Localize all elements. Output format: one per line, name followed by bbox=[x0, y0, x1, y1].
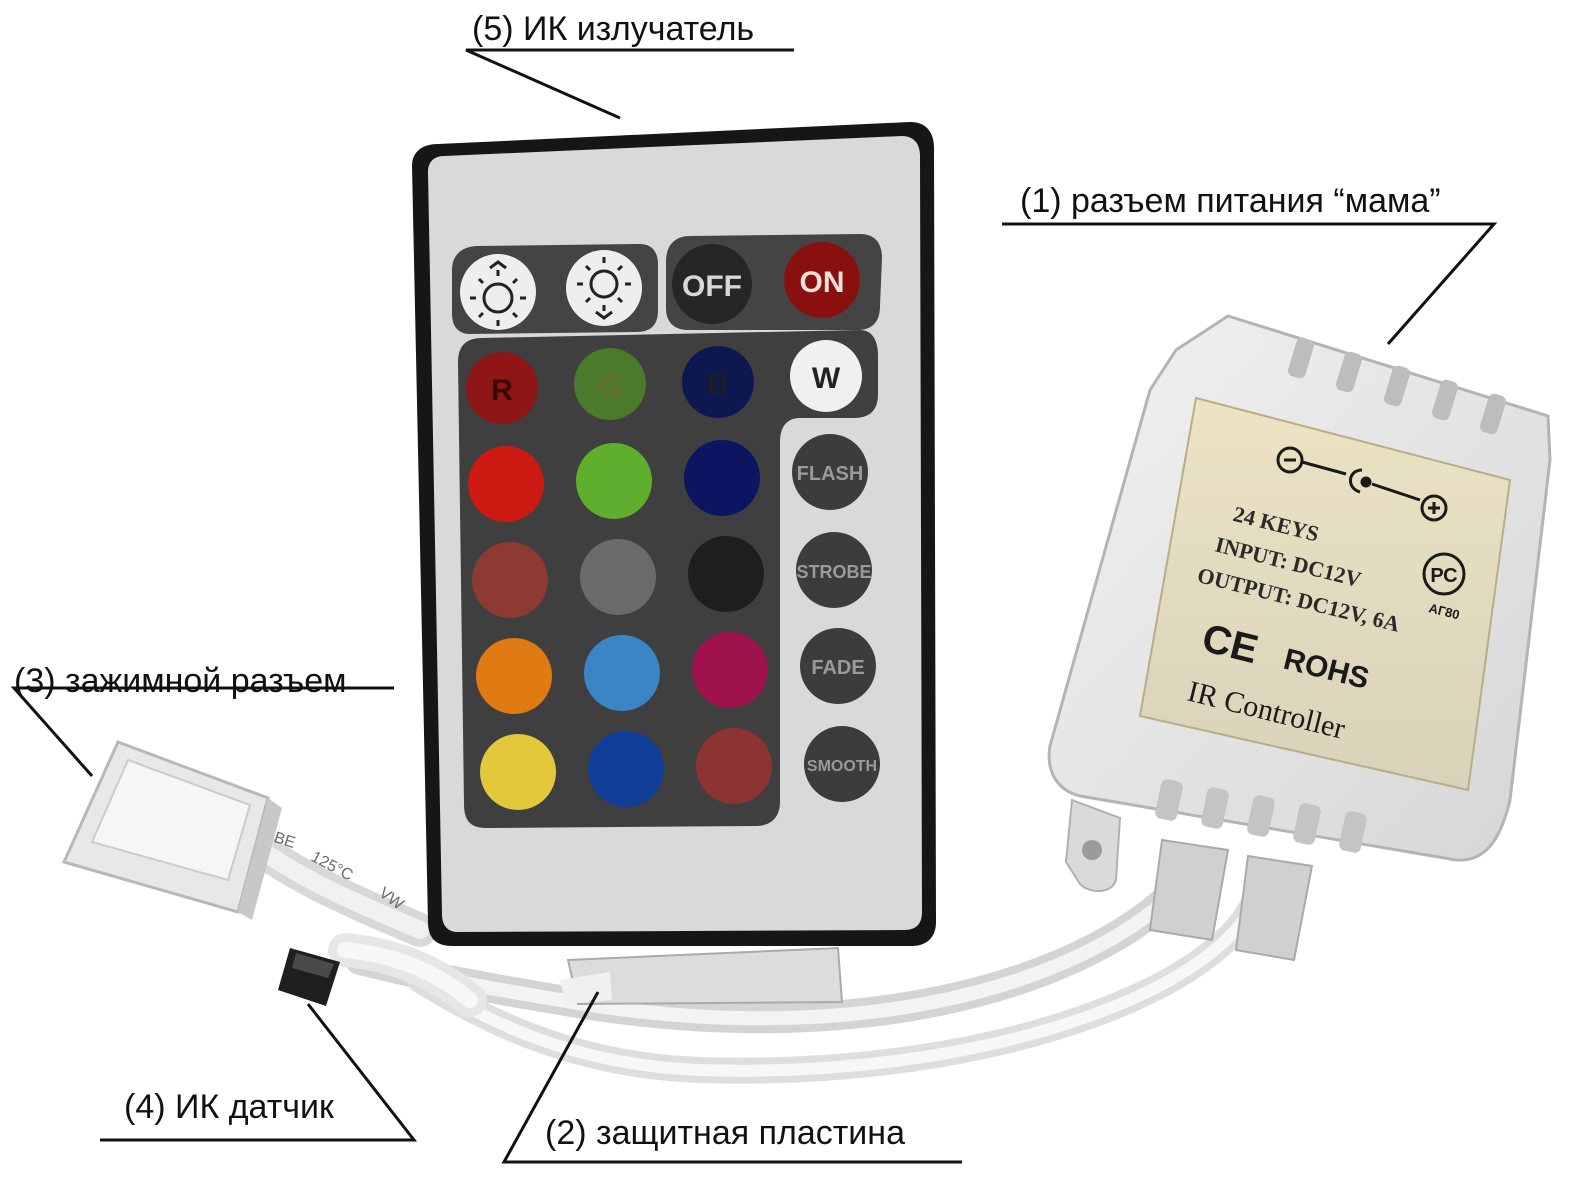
ir-controller-box bbox=[1047, 314, 1552, 962]
b-button[interactable]: B bbox=[682, 346, 754, 418]
brightness-down-icon bbox=[577, 257, 631, 320]
color-button-grid bbox=[468, 440, 772, 810]
color-button[interactable] bbox=[584, 635, 660, 711]
fade-button-label: FADE bbox=[811, 657, 864, 679]
strobe-button-label: STROBE bbox=[796, 562, 871, 582]
off-button-label: OFF bbox=[682, 270, 742, 303]
polarity-icon bbox=[1276, 446, 1448, 522]
brightness-up-button[interactable] bbox=[460, 254, 536, 330]
callout-lines bbox=[10, 48, 1498, 1164]
off-button[interactable]: OFF bbox=[672, 244, 752, 324]
r-button-label: R bbox=[491, 374, 513, 407]
svg-text:РС: РС bbox=[1430, 565, 1457, 587]
color-button[interactable] bbox=[476, 638, 552, 714]
smooth-button[interactable]: SMOOTH bbox=[804, 726, 880, 802]
smooth-button-label: SMOOTH bbox=[807, 758, 877, 775]
r-button[interactable]: R bbox=[466, 352, 538, 424]
color-button[interactable] bbox=[588, 731, 664, 807]
color-button[interactable] bbox=[688, 536, 764, 612]
flash-button[interactable]: FLASH bbox=[792, 434, 868, 510]
callout-ir-sensor: (4) ИК датчик bbox=[124, 1088, 334, 1126]
color-button[interactable] bbox=[468, 446, 544, 522]
on-button-label: ON bbox=[800, 266, 845, 299]
color-button[interactable] bbox=[692, 632, 768, 708]
g-button-label: G bbox=[598, 370, 621, 403]
callout-ir-emitter: (5) ИК излучатель bbox=[472, 10, 755, 48]
callout-protective-plate: (2) защитная пластина bbox=[545, 1114, 905, 1152]
certification-code: АГ80 bbox=[1427, 600, 1461, 622]
g-button[interactable]: G bbox=[574, 348, 646, 420]
color-button[interactable] bbox=[480, 734, 556, 810]
brightness-down-button[interactable] bbox=[566, 250, 642, 326]
callout-power-connector: (1) разъем питания “мама” bbox=[1020, 182, 1441, 220]
strobe-button[interactable]: STROBE bbox=[796, 532, 872, 608]
clamp-connector bbox=[61, 740, 282, 920]
color-button[interactable] bbox=[472, 542, 548, 618]
on-button[interactable]: ON bbox=[784, 242, 860, 318]
b-button-label: B bbox=[707, 368, 729, 401]
remote-control bbox=[412, 122, 936, 946]
protective-plate bbox=[560, 946, 844, 1006]
flash-button-label: FLASH bbox=[797, 463, 864, 485]
color-button[interactable] bbox=[580, 539, 656, 615]
w-button-label: W bbox=[812, 362, 841, 395]
brightness-up-icon bbox=[470, 260, 526, 326]
rst-certification-icon: РС АГ80 bbox=[1422, 552, 1466, 622]
color-button[interactable] bbox=[684, 440, 760, 516]
ir-sensor bbox=[278, 933, 487, 1017]
callout-clamp-connector: (3) зажимной разъем bbox=[14, 662, 347, 700]
fade-button[interactable]: FADE bbox=[800, 628, 876, 704]
w-button[interactable]: W bbox=[790, 340, 862, 412]
color-button[interactable] bbox=[696, 728, 772, 804]
color-button[interactable] bbox=[576, 443, 652, 519]
